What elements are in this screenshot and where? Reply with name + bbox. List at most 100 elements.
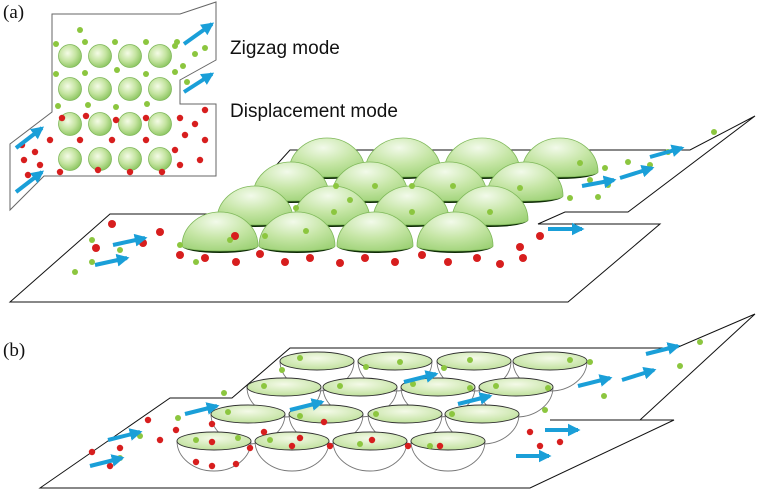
- green-particle: [545, 385, 551, 391]
- device-a-red-particles: [92, 220, 544, 268]
- green-particle: [697, 339, 703, 345]
- cavity-rim: [512, 351, 588, 371]
- red-particle: [142, 136, 150, 144]
- green-particle: [587, 177, 593, 183]
- flow-arrow: [621, 366, 657, 382]
- flow-arrow: [581, 175, 617, 189]
- flow-arrow: [94, 253, 130, 267]
- green-particle: [677, 363, 683, 369]
- red-particle: [126, 168, 134, 176]
- cavity-rim: [210, 404, 286, 424]
- red-particle: [158, 168, 166, 176]
- red-particle: [208, 462, 216, 470]
- red-particle: [36, 161, 44, 169]
- green-particle: [467, 357, 473, 363]
- green-particle: [89, 259, 95, 265]
- green-particle: [493, 383, 499, 389]
- flow-arrow: [577, 374, 613, 388]
- large-particle: [148, 147, 172, 171]
- cavity-rim: [436, 351, 512, 371]
- red-particle: [106, 462, 114, 470]
- green-particle: [333, 183, 339, 189]
- displacement-mode-label: Displacement mode: [230, 101, 398, 122]
- large-particle: [88, 112, 112, 136]
- red-particle: [526, 428, 534, 436]
- red-particle: [144, 416, 152, 424]
- large-particle: [88, 77, 112, 101]
- green-particle: [144, 101, 150, 107]
- cavity-wall: [410, 440, 486, 472]
- cavity-wall: [436, 360, 512, 392]
- cavity-rim: [410, 431, 486, 451]
- green-particle: [72, 269, 78, 275]
- large-particle: [88, 147, 112, 171]
- device-b-particles: [88, 339, 703, 470]
- red-particle: [116, 444, 124, 452]
- red-particle: [88, 448, 96, 456]
- green-particle: [595, 194, 601, 200]
- green-particle: [337, 383, 343, 389]
- red-particle: [368, 436, 376, 444]
- green-particle: [441, 365, 447, 371]
- red-particle: [246, 444, 254, 452]
- green-particle: [397, 359, 403, 365]
- micro-dome-array: [181, 137, 599, 253]
- green-particle: [117, 247, 123, 253]
- cavity-rim: [322, 377, 398, 397]
- red-particle: [391, 258, 399, 266]
- green-particle: [363, 364, 369, 370]
- large-particle: [148, 44, 172, 68]
- red-particle: [444, 258, 452, 266]
- red-particle: [536, 232, 544, 240]
- red-particle: [176, 161, 184, 169]
- green-particle: [113, 104, 119, 110]
- cavity-rim: [246, 377, 322, 397]
- red-particle: [361, 254, 369, 262]
- green-particle: [143, 39, 149, 45]
- green-particle: [357, 441, 363, 447]
- green-particle: [567, 195, 573, 201]
- cavity-rim: [357, 351, 433, 371]
- red-particle: [208, 438, 216, 446]
- red-particle: [320, 418, 328, 426]
- green-particle: [487, 209, 493, 215]
- large-particle: [58, 147, 82, 171]
- device-a-flow-arrows: [94, 144, 685, 267]
- inset-small-particles: [18, 27, 209, 179]
- red-particle: [156, 228, 164, 236]
- large-particle: [118, 44, 142, 68]
- cavity-wall: [254, 440, 330, 472]
- flow-arrow: [14, 170, 45, 194]
- device-b-flow-arrows: [89, 342, 681, 468]
- green-particle: [587, 359, 593, 365]
- large-particle: [118, 112, 142, 136]
- red-particle: [176, 114, 184, 122]
- green-particle: [567, 357, 573, 363]
- cavity-wall: [332, 440, 408, 472]
- green-particle: [221, 390, 227, 396]
- red-particle: [142, 114, 150, 122]
- red-particle: [108, 220, 116, 228]
- red-particle: [82, 112, 90, 120]
- green-particle: [293, 205, 299, 211]
- green-particle: [602, 165, 608, 171]
- red-particle: [92, 244, 100, 252]
- dome: [336, 211, 414, 252]
- flow-arrow: [457, 392, 493, 406]
- flow-arrow: [14, 126, 45, 150]
- dome: [258, 211, 336, 252]
- green-particle: [55, 103, 61, 109]
- flow-arrow: [182, 22, 215, 46]
- red-particle: [536, 442, 544, 450]
- green-particle: [517, 185, 523, 191]
- red-particle: [172, 426, 180, 434]
- green-particle: [193, 437, 199, 443]
- red-particle: [336, 259, 344, 267]
- green-particle: [53, 71, 59, 77]
- dome: [416, 211, 494, 252]
- large-particle: [118, 147, 142, 171]
- green-particle: [192, 51, 198, 57]
- red-particle: [31, 148, 39, 156]
- red-particle: [156, 436, 164, 444]
- red-particle: [306, 254, 314, 262]
